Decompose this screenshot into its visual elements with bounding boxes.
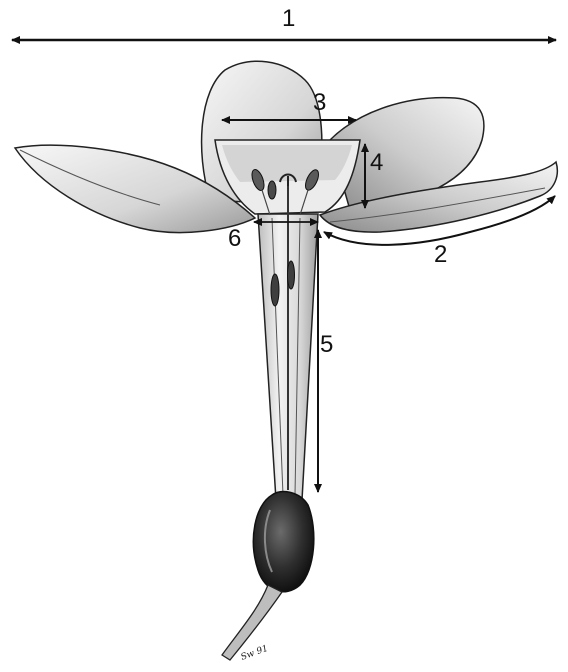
label-2: 2	[434, 241, 447, 268]
label-3: 3	[313, 89, 326, 116]
ovary	[253, 492, 313, 592]
label-6: 6	[228, 225, 241, 252]
anther-lower-left	[271, 274, 279, 306]
label-4: 4	[370, 149, 383, 176]
artist-signature: Sw 91	[240, 644, 270, 663]
label-5: 5	[320, 331, 333, 358]
label-1: 1	[282, 5, 295, 32]
anther-upper-center	[268, 181, 276, 199]
anther-lower-right	[288, 261, 295, 289]
